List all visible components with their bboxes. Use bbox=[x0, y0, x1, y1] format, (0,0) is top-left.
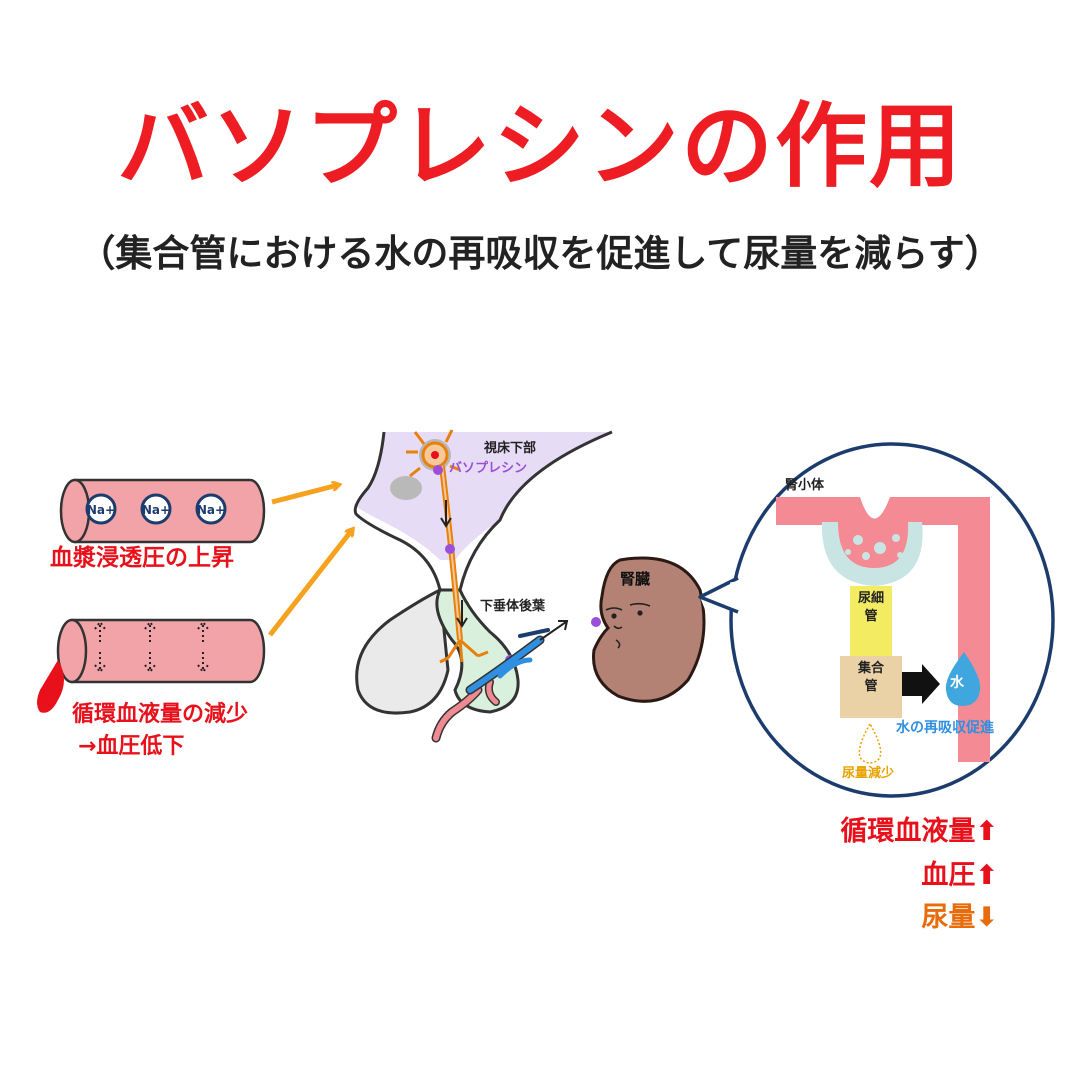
result-arrow-icon: ⬆ bbox=[975, 816, 998, 847]
urine-decrease-label: 尿量減少 bbox=[842, 766, 894, 782]
result-arrow-icon: ⬇ bbox=[975, 902, 998, 933]
result-text: 循環血液量 bbox=[840, 816, 975, 847]
posterior-pituitary-label: 下垂体後葉 bbox=[480, 599, 545, 615]
svg-text:Na+: Na+ bbox=[87, 503, 115, 517]
sodium-ion-icon: Na+ bbox=[87, 495, 115, 523]
blood-volume-label: 循環血液量の減少 bbox=[72, 702, 248, 728]
vasopressin-molecule-icon bbox=[433, 465, 443, 475]
blood-vessel-volume bbox=[37, 620, 264, 713]
water-reabsorption-label: 水の再吸収促進 bbox=[896, 720, 994, 737]
result-arrow-icon: ⬆ bbox=[975, 860, 998, 891]
kidney-label: 腎臓 bbox=[620, 570, 650, 588]
result-text: 血圧 bbox=[921, 860, 975, 891]
hypothalamus-label: 視床下部 bbox=[484, 441, 536, 457]
result-item: 循環血液量⬆ bbox=[840, 816, 998, 848]
collecting-duct-label: 集合管 bbox=[842, 660, 900, 695]
blood-vessel-plasma: Na+ Na+ Na+ bbox=[61, 480, 264, 542]
vasopressin-molecule-icon bbox=[445, 544, 455, 554]
blood-pressure-label: →血圧低下 bbox=[78, 734, 184, 760]
water-label: 水 bbox=[950, 675, 964, 692]
vasopressin-label: バソプレシン bbox=[449, 461, 527, 477]
result-item: 血圧⬆ bbox=[921, 860, 998, 892]
svg-text:Na+: Na+ bbox=[142, 503, 170, 517]
arrow-icon bbox=[270, 530, 352, 635]
renal-tubule-label: 尿細管 bbox=[852, 590, 890, 625]
svg-text:Na+: Na+ bbox=[197, 503, 225, 517]
arrow-icon bbox=[272, 485, 338, 502]
plasma-osmolality-label: 血漿浸透圧の上昇 bbox=[50, 545, 234, 573]
result-item: 尿量⬇ bbox=[921, 902, 998, 934]
sodium-ion-icon: Na+ bbox=[142, 495, 170, 523]
blood-drop-icon bbox=[37, 660, 64, 713]
glomerulus-label: 腎小体 bbox=[785, 478, 824, 494]
sodium-ion-icon: Na+ bbox=[197, 495, 225, 523]
result-text: 尿量 bbox=[921, 902, 975, 933]
